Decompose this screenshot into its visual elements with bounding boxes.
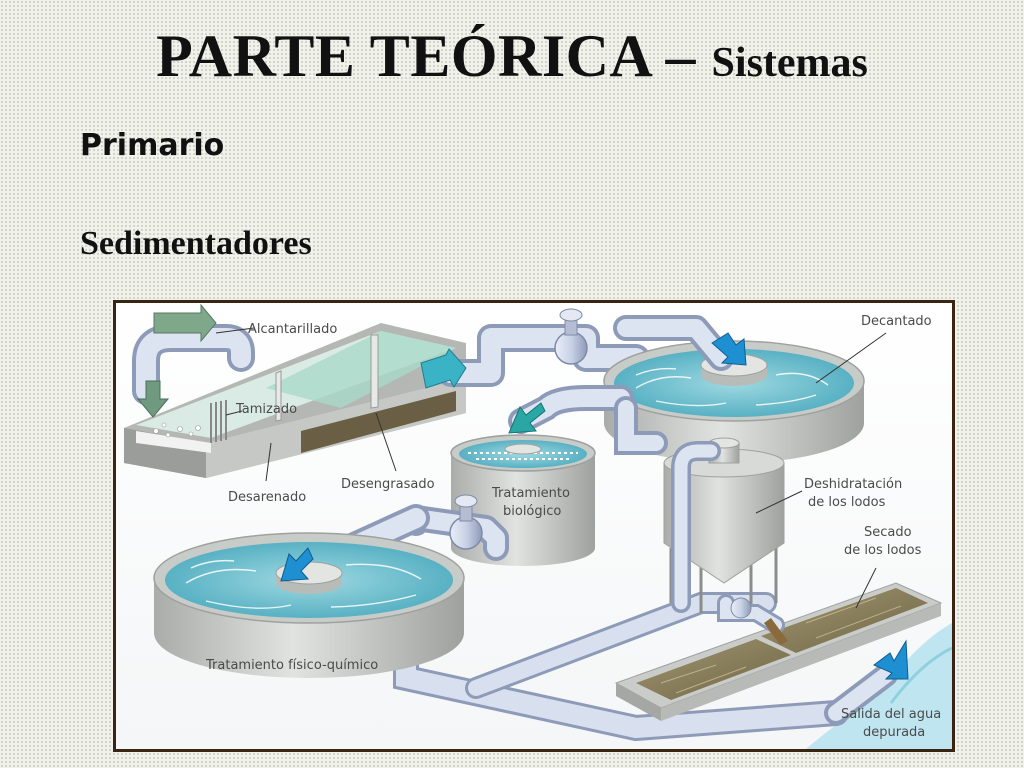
label-secado-1: Secado: [864, 525, 912, 540]
flow-arrow-channel-drop: [136, 380, 170, 418]
title-main: PARTE TEÓRICA: [156, 23, 651, 89]
pretreatment-channel: [124, 323, 466, 478]
slide-title: PARTE TEÓRICA – Sistemas: [0, 22, 1024, 91]
heading-sedimentadores: Sedimentadores: [80, 225, 312, 262]
label-alcantarillado: Alcantarillado: [248, 322, 337, 337]
label-tamizado: Tamizado: [235, 402, 297, 417]
physico-chemical-tank: [153, 532, 465, 678]
flow-arrow-channel-exit: [420, 348, 467, 389]
sludge-drying-bed: [614, 582, 943, 721]
label-decantado: Decantado: [861, 314, 932, 329]
sludge-discharge-pipe: [717, 594, 788, 645]
label-salida-2: depurada: [863, 725, 925, 740]
label-secado-2: de los lodos: [844, 543, 922, 558]
outlet-pipe: [824, 663, 898, 725]
label-leader-lines: [215, 327, 887, 609]
label-deshidratacion-1: Deshidratación: [804, 477, 902, 492]
wastewater-treatment-diagram: Alcantarillado Tamizado Desarenado Desen…: [113, 300, 955, 752]
inflow-arrow: [153, 303, 217, 343]
clarifier-to-biological-pipe: [508, 385, 668, 455]
label-fisico-quimico: Tratamiento físico-químico: [205, 658, 378, 673]
clarifier-inlet-pipe: [613, 315, 734, 371]
label-tratamiento-biologico-2: biológico: [503, 504, 561, 519]
label-desarenado: Desarenado: [228, 490, 306, 505]
inlet-pipe: [132, 324, 255, 405]
channel-to-clarifier-pipe: [437, 308, 650, 387]
diagram-canvas: Alcantarillado Tamizado Desarenado Desen…: [116, 303, 952, 749]
flow-arrow-outlet: [873, 639, 909, 680]
label-tratamiento-biologico-1: Tratamiento: [491, 486, 570, 501]
label-deshidratacion-2: de los lodos: [808, 495, 886, 510]
silo-feed-pipe: [671, 441, 721, 613]
heading-primario: Primario: [80, 128, 225, 163]
discharge-water: [806, 623, 952, 749]
flow-arrow-physico-in: [280, 547, 314, 582]
flow-arrow-clarifier-in: [711, 332, 747, 366]
flow-arrow-biological-in: [508, 402, 546, 434]
label-salida-1: Salida del agua: [841, 707, 941, 722]
label-desengrasado: Desengrasado: [341, 477, 435, 492]
title-sub: Sistemas: [711, 40, 868, 86]
title-dash: –: [650, 23, 712, 89]
